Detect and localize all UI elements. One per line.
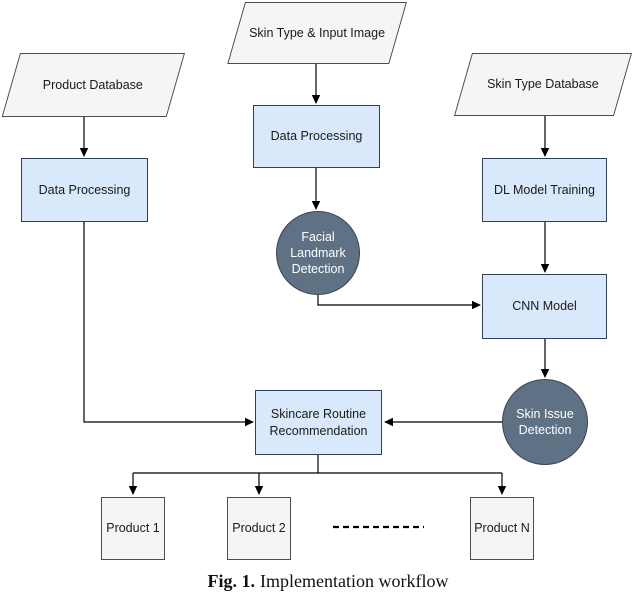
- node-dl-model-training: DL Model Training: [482, 158, 607, 222]
- node-facial-landmark-detection: Facial Landmark Detection: [276, 211, 360, 295]
- edge-data-processing-to-skincare-routine: [83, 222, 254, 427]
- node-label: DL Model Training: [494, 182, 595, 197]
- node-product-2: Product 2: [227, 497, 291, 560]
- node-skincare-routine-recommendation: Skincare Routine Recommendation: [255, 390, 382, 455]
- figure-caption: Fig. 1.Implementation workflow: [16, 571, 640, 592]
- figure-caption-text: Implementation workflow: [260, 571, 449, 591]
- node-product-1: Product 1: [101, 497, 165, 560]
- node-data-processing-left: Data Processing: [21, 158, 148, 222]
- node-label: Skincare Routine Recommendation: [269, 407, 368, 438]
- node-label: Skin Issue Detection: [516, 406, 574, 437]
- node-skin-type-input-image: Skin Type & Input Image: [227, 2, 407, 64]
- node-label: Data Processing: [270, 129, 363, 144]
- edge-facial-landmark-to-cnn-model: [317, 295, 481, 310]
- figure-caption-label: Fig. 1.: [207, 571, 256, 591]
- node-data-processing-center: Data Processing: [253, 105, 380, 168]
- node-skin-type-database: Skin Type Database: [453, 53, 632, 116]
- node-label: Product Database: [43, 77, 144, 92]
- node-skin-issue-detection: Skin Issue Detection: [502, 379, 588, 465]
- node-label: Product N: [474, 521, 530, 536]
- node-product-database: Product Database: [1, 53, 185, 117]
- node-label: Facial Landmark Detection: [290, 229, 346, 277]
- node-label: Product 1: [106, 521, 160, 536]
- node-label: CNN Model: [512, 299, 577, 314]
- node-product-n: Product N: [470, 497, 534, 560]
- node-label: Product 2: [232, 521, 286, 536]
- node-label: Skin Type Database: [487, 77, 599, 92]
- node-label: Skin Type & Input Image: [249, 25, 386, 40]
- node-cnn-model: CNN Model: [482, 274, 607, 339]
- node-label: Data Processing: [38, 182, 131, 197]
